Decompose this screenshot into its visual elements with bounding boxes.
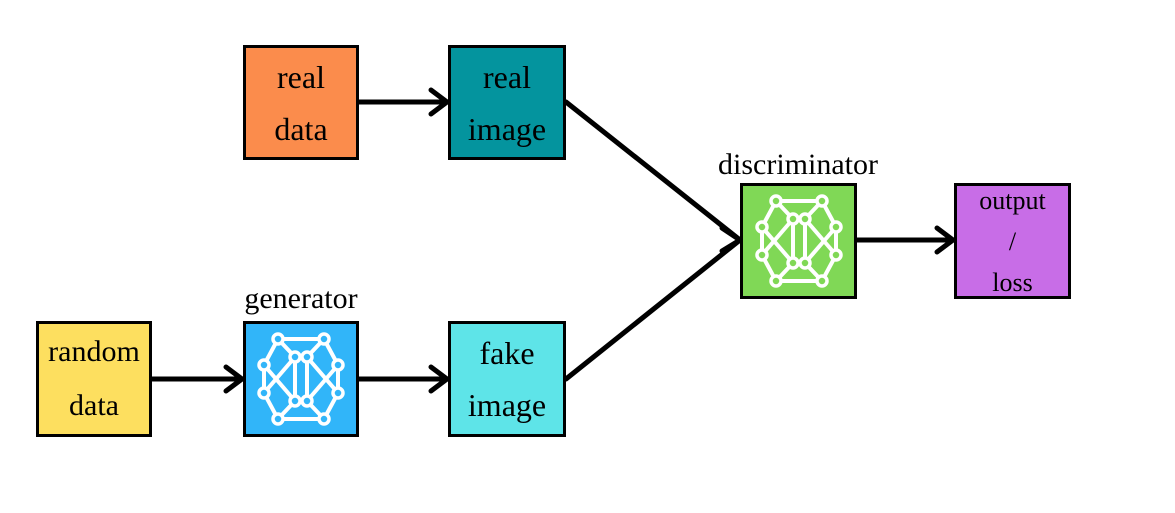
real-image-label-line-1: real <box>483 58 531 95</box>
arrowhead-fake-image <box>428 364 452 394</box>
discriminator-caption: discriminator <box>718 148 878 181</box>
real-image-node: real image <box>448 45 566 160</box>
real-data-label-line-1: real <box>277 58 325 95</box>
fake-image-label-line-2: image <box>467 387 547 423</box>
real-data-label-line-2: data <box>274 110 328 147</box>
random-data-label-line-1: random <box>48 335 140 368</box>
output-label-line-1: output <box>979 185 1046 215</box>
random-data-node: random data <box>36 321 152 437</box>
generator-node <box>243 321 359 437</box>
arrowhead-discriminator <box>719 225 745 254</box>
fake-image-node: fake image <box>448 321 566 437</box>
real-image-label-line-2: image <box>467 110 547 147</box>
arrowhead-generator <box>223 364 247 394</box>
neural-network-icon <box>754 194 843 288</box>
real-data-node: real data <box>243 45 359 160</box>
output-label-line-3: loss <box>992 267 1033 297</box>
fake-image-label-line-1: fake <box>479 335 535 371</box>
generator-caption: generator <box>244 282 358 315</box>
discriminator-node <box>740 183 857 299</box>
random-data-label-line-2: data <box>69 389 119 422</box>
arrowhead-output <box>934 225 958 255</box>
edge-fake-image-to-discriminator <box>563 237 743 382</box>
edge-real-image-to-discriminator <box>563 99 743 243</box>
output-loss-node: output / loss <box>954 183 1071 299</box>
neural-network-icon <box>257 332 345 426</box>
arrowhead-real-image <box>428 87 452 117</box>
output-label-line-2: / <box>1008 226 1017 256</box>
